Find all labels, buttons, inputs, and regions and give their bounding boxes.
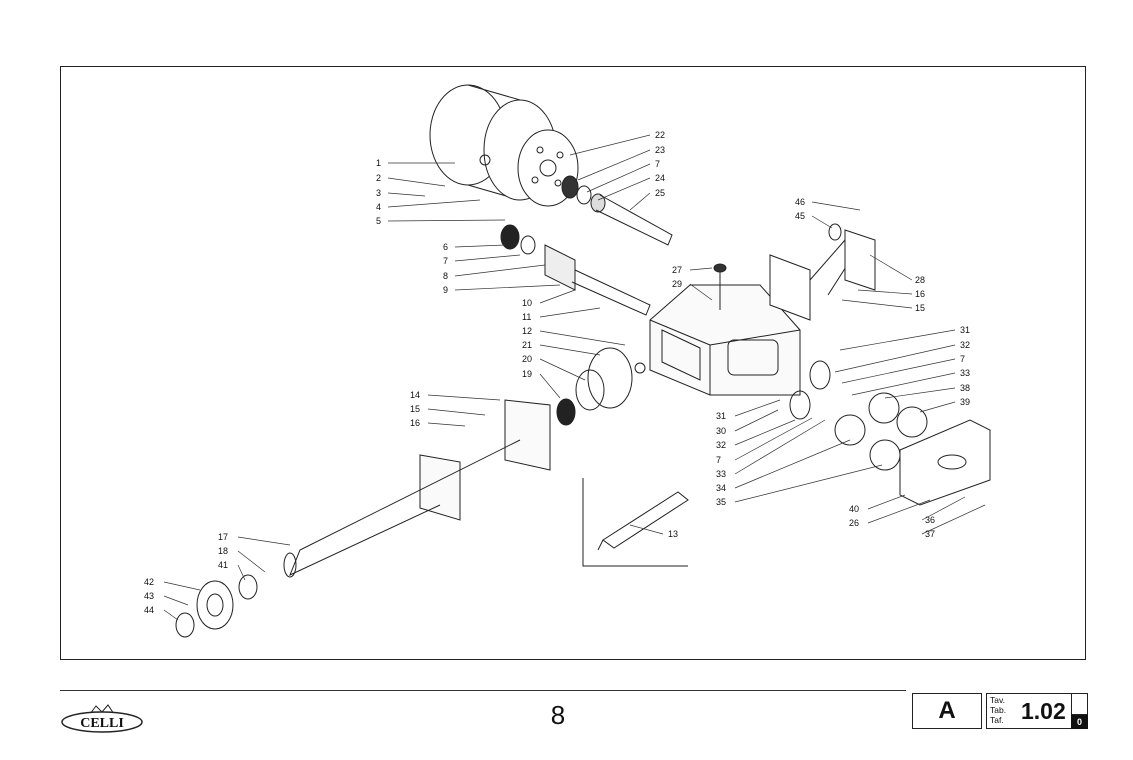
footer-rule <box>60 690 906 691</box>
drawing-frame <box>60 66 1086 660</box>
table-labels: Tav. Tab. Taf. <box>990 695 1006 725</box>
callout: 22 <box>655 130 665 140</box>
callout: 10 <box>522 298 532 308</box>
callout: 39 <box>960 397 970 407</box>
callout: 29 <box>672 279 682 289</box>
gearbox-housing <box>649 263 801 396</box>
table-number: 1.02 <box>1021 698 1066 724</box>
callout: 16 <box>915 289 925 299</box>
callout: 14 <box>410 390 420 400</box>
callout: 8 <box>443 271 448 281</box>
callout: 15 <box>410 404 420 414</box>
callout: 20 <box>522 354 532 364</box>
callout: 4 <box>376 202 381 212</box>
callout: 24 <box>655 173 665 183</box>
callout: 17 <box>218 532 228 542</box>
revision-cell <box>1071 693 1088 715</box>
callout: 42 <box>144 577 154 587</box>
callout: 7 <box>655 159 660 169</box>
callout: 3 <box>376 188 381 198</box>
callout: 23 <box>655 145 665 155</box>
table-reference-box: Tav. Tab. Taf. 1.02 0 <box>986 693 1088 729</box>
callout: 19 <box>522 369 532 379</box>
callout: 28 <box>915 275 925 285</box>
brand-text: CELLI <box>80 716 124 731</box>
table-label: Tav. <box>990 695 1005 705</box>
callout: 43 <box>144 591 154 601</box>
callout: 40 <box>849 504 859 514</box>
callout: 31 <box>716 411 726 421</box>
callout: 12 <box>522 326 532 336</box>
mount-bracket <box>769 223 876 321</box>
callout: 21 <box>522 340 532 350</box>
leader-lines <box>163 134 986 621</box>
callout: 15 <box>915 303 925 313</box>
callout: 33 <box>716 469 726 479</box>
callout-labels: 1 2 3 4 5 6 7 8 9 10 11 12 21 20 19 14 1… <box>144 130 970 615</box>
callout: 9 <box>443 285 448 295</box>
callout: 7 <box>443 256 448 266</box>
callout: 45 <box>795 211 805 221</box>
callout: 16 <box>410 418 420 428</box>
callout: 7 <box>716 455 721 465</box>
callout: 13 <box>668 529 678 539</box>
section-letter: A <box>912 693 982 729</box>
crown-gear <box>556 347 646 426</box>
callout: 27 <box>672 265 682 275</box>
callout: 32 <box>716 440 726 450</box>
callout: 11 <box>522 312 531 322</box>
page-number: 8 <box>550 700 566 730</box>
callout: 41 <box>218 560 228 570</box>
callout: 44 <box>144 605 154 615</box>
callout: 36 <box>925 515 935 525</box>
callout: 33 <box>960 368 970 378</box>
table-label: Tab. <box>990 705 1007 715</box>
table-label: Taf. <box>990 715 1004 725</box>
callout: 37 <box>925 529 935 539</box>
callout: 26 <box>849 518 859 528</box>
callout: 2 <box>376 173 381 183</box>
drive-shaft <box>283 399 551 578</box>
callout: 18 <box>218 546 228 556</box>
inset-box <box>582 478 689 567</box>
exploded-parts-diagram: 1 2 3 4 5 6 7 8 9 10 11 12 21 20 19 14 1… <box>144 84 991 638</box>
callout: 1 <box>376 158 381 168</box>
revision-number: 0 <box>1071 715 1088 729</box>
callout: 32 <box>960 340 970 350</box>
drive-gear <box>175 574 258 638</box>
callout: 6 <box>443 242 448 252</box>
callout: 46 <box>795 197 805 207</box>
callout: 31 <box>960 325 970 335</box>
celli-logo: CELLI <box>60 700 144 739</box>
callout: 35 <box>716 497 726 507</box>
callout: 25 <box>655 188 665 198</box>
callout: 5 <box>376 216 381 226</box>
callout: 38 <box>960 383 970 393</box>
upper-shaft <box>561 175 673 246</box>
callout: 7 <box>960 354 965 364</box>
callout: 34 <box>716 483 726 493</box>
pump-gears <box>789 360 991 506</box>
callout: 30 <box>716 426 726 436</box>
